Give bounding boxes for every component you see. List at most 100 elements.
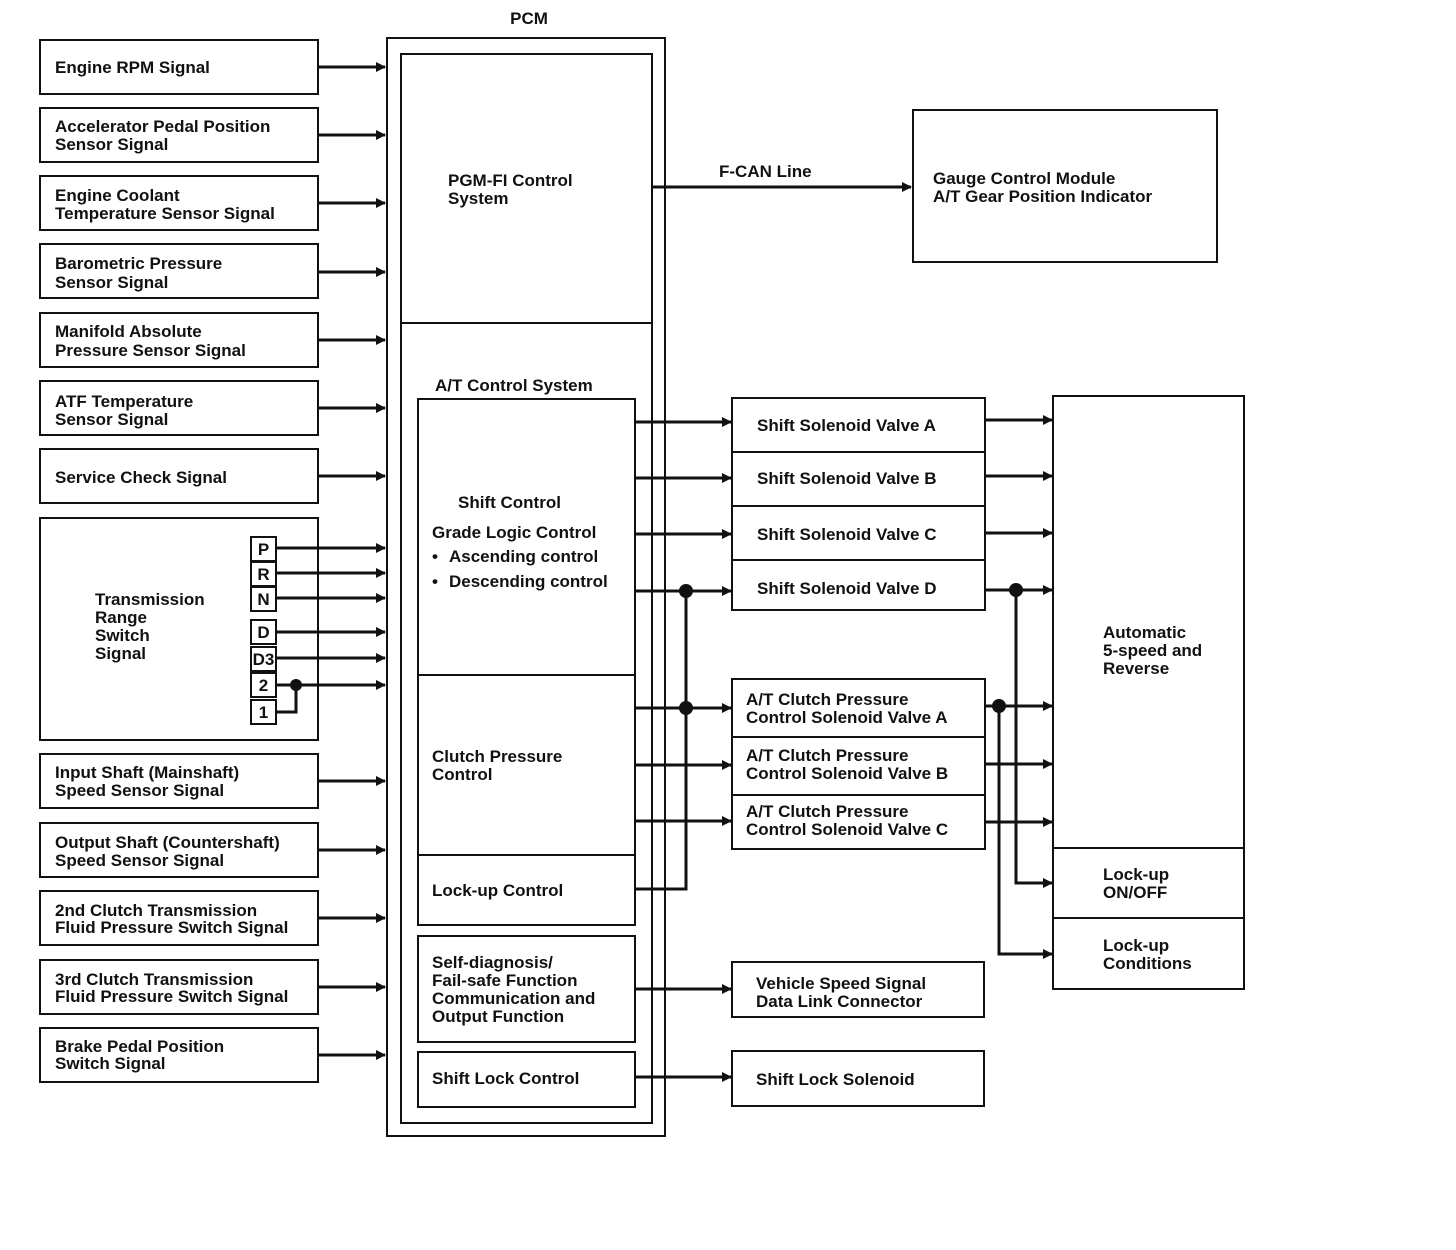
- lockup-conditions-2: Conditions: [1103, 954, 1192, 973]
- transmission-title-1: Automatic: [1103, 623, 1186, 642]
- clutch-valve-c-label-1: A/T Clutch Pressure: [746, 802, 909, 821]
- input-label: Accelerator Pedal Position: [55, 117, 270, 136]
- shift-valve-a-label: Shift Solenoid Valve A: [757, 416, 936, 435]
- input-label: Barometric Pressure: [55, 254, 222, 273]
- vehicle-speed-label-1: Vehicle Speed Signal: [756, 974, 926, 993]
- pcm-title: PCM: [510, 9, 548, 28]
- pgmfi-label-2: System: [448, 189, 508, 208]
- gauge-label-1: Gauge Control Module: [933, 169, 1115, 188]
- input-label: Input Shaft (Mainshaft): [55, 763, 239, 782]
- at-control-system: A/T Control System Shift Control Grade L…: [417, 376, 636, 926]
- shiftlock-control-label: Shift Lock Control: [432, 1069, 579, 1088]
- input-label: Fluid Pressure Switch Signal: [55, 918, 288, 937]
- shift-lock-solenoid: Shift Lock Solenoid: [731, 1050, 985, 1107]
- gauge-label-2: A/T Gear Position Indicator: [933, 187, 1153, 206]
- ascending-control-label: Ascending control: [449, 547, 598, 566]
- input-label: Temperature Sensor Signal: [55, 204, 275, 223]
- range-switch-title-4: Signal: [95, 644, 146, 663]
- input-label: Output Shaft (Countershaft): [55, 833, 280, 852]
- range-pos-1-link: [276, 685, 298, 714]
- pgmfi-control-block: PGM-FI Control System: [401, 171, 652, 324]
- grade-logic-label: Grade Logic Control: [432, 523, 596, 542]
- input-box: [39, 890, 319, 946]
- lockup-onoff-2: ON/OFF: [1103, 883, 1167, 902]
- clutch-valve-b-label-1: A/T Clutch Pressure: [746, 746, 909, 765]
- input-label: Switch Signal: [55, 1054, 166, 1073]
- input-label: 3rd Clutch Transmission: [55, 970, 253, 989]
- range-pos-n: N: [257, 590, 269, 609]
- shift-control-title: Shift Control: [458, 493, 561, 512]
- input-box: [39, 107, 319, 163]
- range-switch-title-3: Switch: [95, 626, 150, 645]
- input-label: Service Check Signal: [55, 468, 227, 487]
- pcm-to-valve-connections: [635, 417, 732, 1082]
- range-pos-d3: D3: [253, 650, 275, 669]
- shift-valve-b-label: Shift Solenoid Valve B: [757, 469, 936, 488]
- input-label: ATF Temperature: [55, 392, 193, 411]
- input-box: [39, 753, 319, 809]
- vehicle-speed-output: Vehicle Speed Signal Data Link Connector: [731, 961, 985, 1018]
- selfdiag-line-3: Communication and: [432, 989, 595, 1008]
- input-label: Engine Coolant: [55, 186, 180, 205]
- input-label: Sensor Signal: [55, 273, 168, 292]
- bullet-marker: •: [432, 547, 438, 566]
- selfdiag-line-4: Output Function: [432, 1007, 564, 1026]
- range-pos-1: 1: [259, 703, 268, 722]
- range-pos-d3-box: [250, 646, 277, 672]
- range-pos-d: D: [257, 623, 269, 642]
- automatic-transmission: Automatic 5-speed and Reverse Lock-up ON…: [1052, 395, 1245, 990]
- pgmfi-label-1: PGM-FI Control: [448, 171, 573, 190]
- clutch-valve-a-label-1: A/T Clutch Pressure: [746, 690, 909, 709]
- range-pos-d-box: [250, 619, 277, 645]
- shift-valve-c-label: Shift Solenoid Valve C: [757, 525, 936, 544]
- range-pos-p: P: [258, 540, 269, 559]
- clutch-pressure-label-1: Clutch Pressure: [432, 747, 562, 766]
- clutch-valve-b-label-2: Control Solenoid Valve B: [746, 764, 948, 783]
- input-box: [39, 312, 319, 368]
- input-label: Brake Pedal Position: [55, 1037, 224, 1056]
- vehicle-speed-label-2: Data Link Connector: [756, 992, 923, 1011]
- clutch-pressure-valves: A/T Clutch Pressure Control Solenoid Val…: [731, 678, 986, 850]
- lockup-control-label: Lock-up Control: [432, 881, 563, 900]
- input-label: Pressure Sensor Signal: [55, 341, 246, 360]
- fcan-link: F-CAN Line: [652, 162, 912, 192]
- transmission-title-2: 5-speed and: [1103, 641, 1202, 660]
- gauge-control-module: Gauge Control Module A/T Gear Position I…: [912, 109, 1218, 263]
- junction-dot: [290, 679, 302, 691]
- bullet-marker: •: [432, 572, 438, 591]
- shift-solenoid-valves: Shift Solenoid Valve A Shift Solenoid Va…: [731, 397, 986, 611]
- descending-control-label: Descending control: [449, 572, 608, 591]
- range-pos-2-box: [250, 672, 277, 698]
- input-box: [39, 448, 319, 504]
- junction-dot: [679, 701, 693, 715]
- valve-to-transmission-connections: [985, 415, 1053, 959]
- shift-lock-solenoid-label: Shift Lock Solenoid: [756, 1070, 915, 1089]
- clutch-valve-a-label-2: Control Solenoid Valve A: [746, 708, 948, 727]
- shiftlock-control-block: Shift Lock Control: [417, 1051, 636, 1108]
- range-switch-title-1: Transmission: [95, 590, 205, 609]
- input-label: Manifold Absolute: [55, 322, 202, 341]
- input-label: Engine RPM Signal: [55, 58, 210, 77]
- clutch-valve-c-label-2: Control Solenoid Valve C: [746, 820, 948, 839]
- junction-dot: [992, 699, 1006, 713]
- input-label: Speed Sensor Signal: [55, 781, 224, 800]
- fcan-label: F-CAN Line: [719, 162, 812, 181]
- junction-dot: [1009, 583, 1023, 597]
- input-label: Sensor Signal: [55, 410, 168, 429]
- input-signals: Engine RPM Signal Accelerator Pedal Posi…: [39, 39, 386, 1083]
- clutch-pressure-label-2: Control: [432, 765, 492, 784]
- transmission-range-switch: Transmission Range Switch Signal P R N D…: [39, 517, 386, 741]
- input-box: [39, 243, 319, 299]
- at-control-title: A/T Control System: [435, 376, 593, 395]
- selfdiag-line-1: Self-diagnosis/: [432, 953, 553, 972]
- input-label: Sensor Signal: [55, 135, 168, 154]
- shift-valve-d-label: Shift Solenoid Valve D: [757, 579, 936, 598]
- input-label: Speed Sensor Signal: [55, 851, 224, 870]
- input-box: [39, 1027, 319, 1083]
- selfdiag-line-2: Fail-safe Function: [432, 971, 577, 990]
- range-switch-title-2: Range: [95, 608, 147, 627]
- junction-dot: [679, 584, 693, 598]
- lockup-conditions-1: Lock-up: [1103, 936, 1169, 955]
- range-pos-2: 2: [259, 676, 268, 695]
